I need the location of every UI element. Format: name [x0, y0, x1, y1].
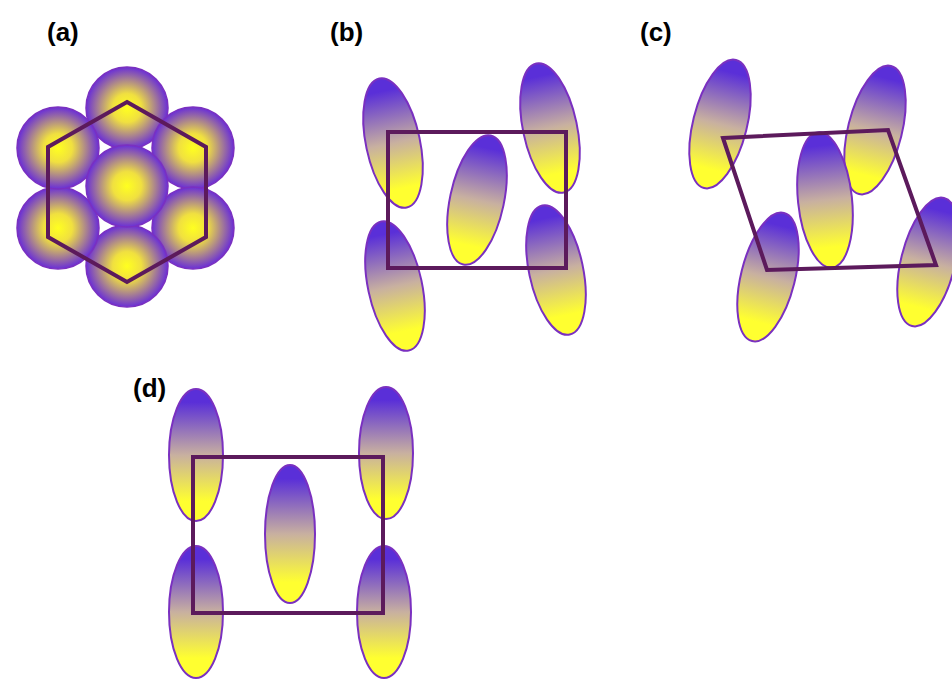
upright-rods: [169, 387, 413, 678]
hexagonal-packing: [17, 67, 234, 307]
tilted-rods: [678, 53, 952, 347]
panel-label: (a): [47, 19, 79, 45]
panel-label: (d): [133, 375, 166, 401]
tilted-rods: [353, 58, 596, 356]
rectangular-cell: [193, 457, 383, 613]
rectangular-cell: [388, 132, 566, 268]
panel-label: (c): [640, 19, 672, 45]
oblique-cell: [723, 130, 936, 270]
hexagon-cell: [48, 102, 206, 282]
panel-label: (b): [330, 19, 363, 45]
